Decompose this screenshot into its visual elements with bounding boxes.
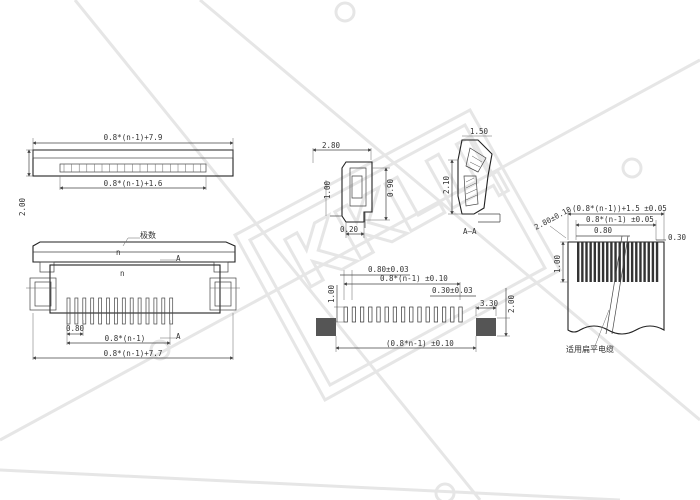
footprint-pad bbox=[417, 306, 422, 323]
footprint-pad bbox=[392, 306, 397, 323]
front-pitch: 0.80 bbox=[66, 324, 85, 333]
top-contacts bbox=[63, 164, 202, 172]
section-label: A—A bbox=[463, 227, 477, 236]
footprint-pad bbox=[425, 306, 430, 323]
footprint-pad-span: 0.8*(n-1) ±0.10 bbox=[380, 274, 448, 283]
footprint-pad bbox=[376, 306, 381, 323]
ffc-conductor bbox=[606, 242, 609, 282]
ffc-conductor bbox=[618, 242, 621, 282]
ffc-conductor bbox=[639, 242, 642, 282]
side-height: 0.90 bbox=[386, 178, 395, 197]
ffc-conductor bbox=[601, 242, 605, 282]
footprint-anchor-height: 2.00 bbox=[507, 294, 516, 313]
front-pin bbox=[66, 297, 71, 325]
section-marker-top: A bbox=[176, 254, 181, 263]
ffc-conductor-span: 0.8*(n-1) ±0.05 bbox=[586, 215, 654, 224]
top-height: 2.00 bbox=[18, 197, 27, 216]
top-overall-width: 0.8*(n-1)+7.9 bbox=[104, 133, 163, 142]
ffc-conductor bbox=[593, 242, 596, 282]
pin-count-label: 极数 bbox=[140, 230, 156, 240]
front-view: n n 极数 A A 0.80 0.8*(n-1) 0.8*(n-1)+7.7 bbox=[26, 230, 240, 360]
front-n-label-top: n bbox=[116, 248, 121, 257]
footprint-pad-length: 1.00 bbox=[327, 284, 336, 303]
footprint-pad bbox=[351, 306, 356, 323]
footprint-pitch: 0.80±0.03 bbox=[368, 265, 409, 274]
footprint-pad bbox=[343, 306, 348, 323]
front-pin bbox=[161, 297, 166, 325]
footprint-pad bbox=[360, 306, 365, 323]
pcb-footprint: 0.80±0.03 0.8*(n-1) ±0.10 0.30±0.03 3.30… bbox=[316, 265, 516, 352]
footprint-pad bbox=[409, 306, 414, 323]
footprint-overall: (0.8*n-1) ±0.10 bbox=[386, 339, 454, 348]
front-pin bbox=[121, 297, 126, 325]
ffc-conductor bbox=[655, 242, 659, 282]
ffc-conductor bbox=[581, 242, 584, 282]
footprint-pad bbox=[442, 306, 447, 323]
ffc-conductor bbox=[585, 242, 588, 282]
front-n-label: n bbox=[120, 269, 125, 278]
front-pin bbox=[145, 297, 150, 325]
side-foot: 0.20 bbox=[340, 225, 359, 234]
footprint-pads bbox=[343, 306, 463, 323]
front-pins bbox=[66, 297, 174, 325]
ffc-conductor bbox=[614, 242, 617, 282]
ffc-conductor bbox=[651, 242, 655, 282]
ffc-overall-width: (0.8*(n-1))+1.5 ±0.05 bbox=[572, 204, 667, 213]
ffc-conductors bbox=[577, 242, 659, 282]
footprint-pad bbox=[401, 306, 406, 323]
front-pin bbox=[137, 297, 142, 325]
front-pin bbox=[90, 297, 95, 325]
footprint-pad bbox=[368, 306, 373, 323]
ffc-end-dim: 2.80±0.10 bbox=[533, 205, 574, 232]
ffc-conductor bbox=[643, 242, 646, 282]
footprint-pad bbox=[384, 306, 389, 323]
footprint-pad bbox=[458, 306, 463, 323]
ffc-caption: 适用扁平电缆 bbox=[566, 344, 614, 354]
front-pin bbox=[98, 297, 102, 325]
ffc-conductor bbox=[647, 242, 650, 282]
ffc-conductor bbox=[626, 242, 630, 282]
front-pin-span: 0.8*(n-1) bbox=[105, 334, 146, 343]
front-pin bbox=[153, 297, 158, 325]
front-pin bbox=[82, 297, 87, 325]
footprint-pad bbox=[450, 306, 455, 323]
ffc-conductor-width: 0.30 bbox=[668, 233, 687, 242]
ffc-conductor bbox=[597, 242, 601, 282]
footprint-pad-width: 0.30±0.03 bbox=[432, 286, 473, 295]
ffc-height: 1.00 bbox=[553, 254, 562, 273]
front-pin bbox=[114, 297, 118, 325]
section-marker-bottom: A bbox=[176, 332, 181, 341]
side-view: 2.80 1.00 0.90 0.20 2.10 1.50 bbox=[312, 127, 501, 238]
ffc-conductor bbox=[610, 242, 613, 282]
top-contact-span: 0.8*(n-1)+1.6 bbox=[104, 179, 163, 188]
ffc-conductor bbox=[589, 242, 592, 282]
footprint-pad bbox=[433, 306, 438, 323]
front-overall-width: 0.8*(n-1)+7.7 bbox=[104, 349, 163, 358]
side-width: 2.80 bbox=[322, 141, 341, 150]
ffc-conductor bbox=[577, 242, 580, 282]
footprint-anchor-width: 3.30 bbox=[480, 299, 499, 308]
ffc-pitch: 0.80 bbox=[594, 226, 613, 235]
ffc-cable: (0.8*(n-1))+1.5 ±0.05 0.8*(n-1) ±0.05 0.… bbox=[533, 204, 687, 354]
front-pin bbox=[169, 297, 174, 325]
ffc-conductor bbox=[630, 242, 634, 282]
front-pin bbox=[106, 297, 110, 325]
detail-dim2: 1.50 bbox=[470, 127, 489, 136]
front-pin bbox=[129, 297, 134, 325]
side-small-dim: 1.00 bbox=[323, 180, 332, 199]
front-pin bbox=[74, 297, 79, 325]
top-view: 0.8*(n-1)+7.9 0.8*(n-1)+1.6 2.00 bbox=[18, 133, 234, 216]
detail-dim: 2.10 bbox=[442, 175, 451, 194]
ffc-conductor bbox=[635, 242, 638, 282]
